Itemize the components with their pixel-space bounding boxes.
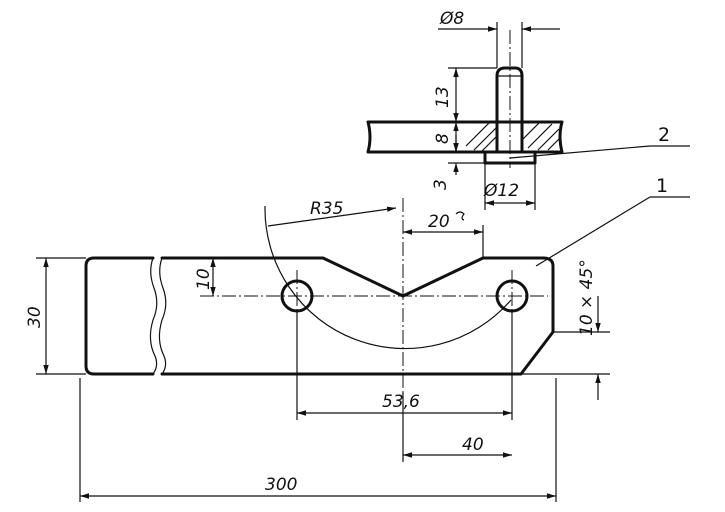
callout-part-2: 2 [509, 124, 690, 159]
dim-length-label: 300 [265, 475, 297, 495]
dim-offset: 20 [403, 211, 484, 258]
dim-pin-heights: 13 8 3 [431, 67, 497, 190]
dim-pin-diameter: Ø8 [438, 9, 560, 68]
dim-length: 300 [79, 378, 557, 502]
dim-hole-spacing: 53,6 [296, 310, 513, 420]
hatching [465, 121, 561, 152]
callout-1-label: 1 [656, 175, 668, 197]
dim-notch-depth-label: 10 [194, 268, 214, 290]
pin-assembly [366, 30, 564, 168]
dim-notch-depth: 10 [194, 257, 224, 296]
callout-2-label: 2 [658, 124, 670, 146]
dim-hole-to-center-label: 40 [462, 435, 484, 455]
dim-height-label: 30 [25, 306, 45, 328]
radius-arc [264, 205, 512, 350]
dim-shoulder-diameter: Ø12 [483, 163, 536, 210]
dim-pin-height-label: 13 [433, 86, 453, 108]
dim-height: 30 [25, 257, 86, 375]
dim-chamfer: 10 × 45° [521, 259, 610, 400]
dim-hole-to-center: 40 [402, 392, 512, 462]
callout-part-1: 1 [535, 175, 690, 267]
dim-offset-label: 20 [428, 212, 450, 232]
dim-plate-thickness-label: 8 [433, 133, 453, 144]
dim-shoulder-diameter-label: Ø12 [483, 181, 519, 201]
dim-chamfer-label: 10 × 45° [577, 259, 597, 336]
dim-pin-diameter-label: Ø8 [439, 9, 464, 29]
dim-radius-label: R35 [310, 199, 343, 219]
dim-shoulder-height-label: 3 [431, 179, 451, 190]
dim-hole-spacing-label: 53,6 [382, 392, 420, 412]
main-part-outline [84, 256, 555, 376]
dim-radius: R35 [267, 199, 397, 227]
